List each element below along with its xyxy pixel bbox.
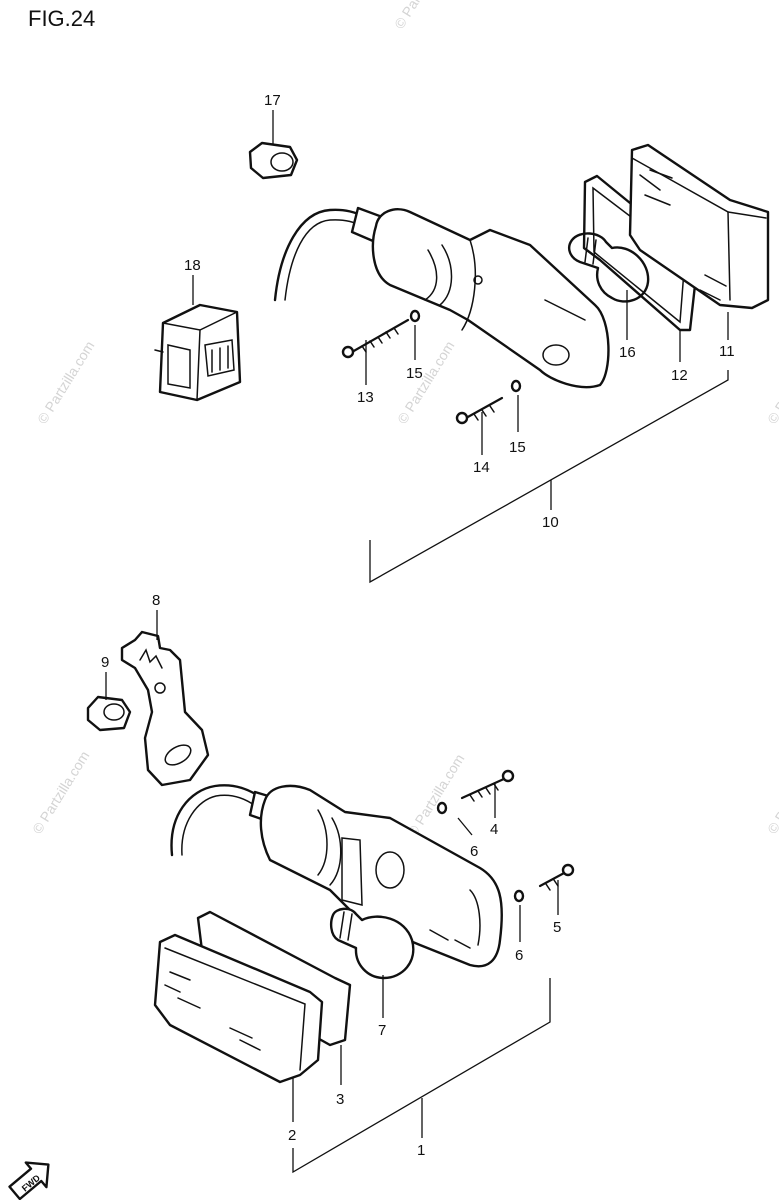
watermark-center-lower: © Partzilla.com [404,751,468,839]
label-1: 1 [417,1142,425,1159]
label-18: 18 [184,257,201,274]
watermark-left: © Partzilla.com [34,338,98,426]
lens-part-2 [153,933,324,1084]
label-12: 12 [671,367,688,384]
washer-part-15b [510,379,522,393]
upper-cable [273,208,370,302]
washer-part-6b [513,889,525,903]
label-10: 10 [542,514,559,531]
label-8: 8 [152,592,160,609]
forward-arrow-icon: FWD [8,1161,50,1200]
upper-leader-lines [192,110,729,584]
watermark-left-lower: © Partzilla.com [29,748,93,836]
label-3: 3 [336,1091,344,1108]
label-13: 13 [357,389,374,406]
label-14: 14 [473,459,490,476]
label-2: 2 [288,1127,296,1144]
screw-part-5 [538,863,575,891]
label-7: 7 [378,1022,386,1039]
part-number-labels: 17 18 13 15 14 15 16 12 11 10 8 9 4 6 5 … [101,92,735,1159]
relay-part-18 [154,303,242,402]
figure-title: FIG.24 [28,6,96,31]
label-4: 4 [490,821,498,838]
lower-cable [170,784,264,857]
lower-lamp-housing [259,784,503,968]
upper-lamp-housing [371,208,610,389]
screw-part-13 [341,318,410,359]
label-15b: 15 [509,439,526,456]
label-6a: 6 [470,843,478,860]
label-11: 11 [719,343,735,360]
nut-part-9 [86,695,132,732]
watermarks: © Partzilla.com © Partzilla.com © Partzi… [29,0,779,840]
washer-part-6a [436,801,448,815]
screw-part-4 [460,769,515,802]
bracket-part-8 [120,630,210,787]
watermark-top: © Partzilla.com [391,0,455,32]
label-15a: 15 [406,365,423,382]
nut-part-17 [248,141,299,180]
watermark-center: © Partzilla.com [394,338,458,426]
bulb-part-7 [329,907,415,980]
watermark-right-lower: © Partzilla.com [764,748,779,836]
lower-cable-inner [181,794,259,856]
washer-part-15a [409,309,421,323]
label-5: 5 [553,919,561,936]
label-6b: 6 [515,947,523,964]
label-17: 17 [264,92,281,109]
lens-part-11 [628,143,770,310]
label-9: 9 [101,654,109,671]
watermark-right: © Partzilla.com [764,338,779,426]
label-16: 16 [619,344,636,361]
screw-part-14 [455,396,504,425]
lower-leader-lines [105,610,559,1174]
gasket-part-12 [582,174,700,332]
